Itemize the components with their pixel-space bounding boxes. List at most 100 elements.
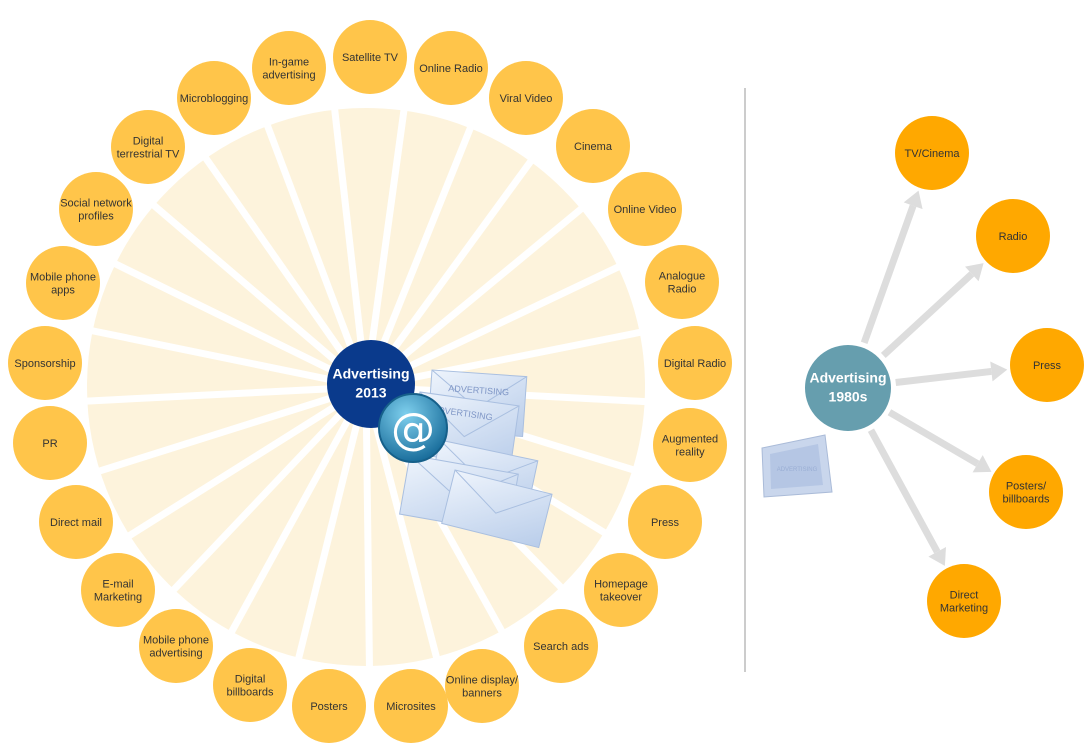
wheel-spoke bbox=[96, 383, 368, 476]
node-label-line: TV/Cinema bbox=[904, 148, 960, 160]
node-label-line: Direct bbox=[950, 590, 979, 602]
wheel-spoke bbox=[362, 386, 373, 670]
node-circle bbox=[213, 648, 287, 722]
node-circle bbox=[414, 31, 488, 105]
arrow-head bbox=[903, 190, 923, 210]
media-node[interactable]: Digital Radio bbox=[658, 326, 732, 400]
node-label-line: Marketing bbox=[94, 592, 142, 604]
node-label-line: billboards bbox=[226, 687, 274, 699]
media-node[interactable]: Posters bbox=[292, 669, 366, 743]
node-circle bbox=[81, 553, 155, 627]
node-label-line: 1980s bbox=[829, 389, 868, 405]
node-circle bbox=[59, 172, 133, 246]
node-label-line: Advertising bbox=[809, 370, 886, 386]
node-circle bbox=[111, 110, 185, 184]
node-circle bbox=[653, 408, 727, 482]
node-label: Press bbox=[1033, 360, 1062, 372]
node-label: Satellite TV bbox=[342, 52, 399, 64]
wheel-spoke bbox=[294, 386, 370, 662]
media-node[interactable]: Search ads bbox=[524, 609, 598, 683]
node-label: Microsites bbox=[386, 701, 436, 713]
node-label-line: Digital Radio bbox=[664, 358, 726, 370]
at-symbol-text: @ bbox=[391, 404, 435, 455]
node-circle bbox=[139, 609, 213, 683]
node-label-line: Microsites bbox=[386, 701, 436, 713]
media-node[interactable]: Press bbox=[628, 485, 702, 559]
media-node[interactable]: PR bbox=[13, 406, 87, 480]
node-circle bbox=[13, 406, 87, 480]
media-node[interactable]: Viral Video bbox=[489, 61, 563, 135]
node-label-line: Cinema bbox=[574, 141, 613, 153]
node-label: Advertising 1980s bbox=[809, 370, 886, 405]
node-label: Press bbox=[651, 517, 680, 529]
media-node[interactable]: Online Radio bbox=[414, 31, 488, 105]
arrow-head bbox=[965, 263, 984, 282]
wheel-spoke bbox=[149, 200, 369, 390]
node-label-line: Satellite TV bbox=[342, 52, 399, 64]
media-node[interactable]: Online Video bbox=[608, 172, 682, 246]
node-circle bbox=[895, 116, 969, 190]
node-label-line: Radio bbox=[668, 284, 697, 296]
media-node[interactable]: Sponsorship bbox=[8, 326, 82, 400]
node-label: Online Radio bbox=[419, 63, 483, 75]
wheel-spoke bbox=[227, 385, 370, 636]
node-circle bbox=[608, 172, 682, 246]
media-node[interactable]: Microblogging bbox=[177, 61, 251, 135]
hub-advertising-1980s[interactable]: Advertising 1980s bbox=[805, 345, 891, 431]
node-circle bbox=[658, 326, 732, 400]
node-circle bbox=[989, 455, 1063, 529]
media-node[interactable]: Online display/banners bbox=[445, 649, 519, 723]
node-label-line: Online Radio bbox=[419, 63, 483, 75]
arrow-head bbox=[972, 455, 992, 473]
media-node[interactable]: Direct mail bbox=[39, 485, 113, 559]
media-node[interactable]: Satellite TV bbox=[333, 20, 407, 94]
wheel-spoke bbox=[111, 259, 368, 391]
node-label-line: In-game bbox=[269, 57, 309, 69]
arrow-shaft bbox=[860, 204, 917, 344]
media-node[interactable]: Press bbox=[1010, 328, 1084, 402]
node-label-line: Marketing bbox=[940, 603, 988, 615]
node-label-line: Online Video bbox=[614, 204, 677, 216]
node-label-line: profiles bbox=[78, 211, 114, 223]
node-label-line: Advertising bbox=[332, 366, 409, 382]
media-node[interactable]: Microsites bbox=[374, 669, 448, 743]
wheel-spoke bbox=[201, 153, 369, 390]
media-node[interactable]: Radio bbox=[976, 199, 1050, 273]
node-label-line: advertising bbox=[149, 648, 202, 660]
node-label: Cinema bbox=[574, 141, 613, 153]
node-label: Direct mail bbox=[50, 517, 102, 529]
node-label-line: Radio bbox=[999, 231, 1028, 243]
node-label-line: Press bbox=[1033, 360, 1062, 372]
node-label: Radio bbox=[999, 231, 1028, 243]
node-label: Sponsorship bbox=[14, 358, 75, 370]
media-node[interactable]: TV/Cinema bbox=[895, 116, 969, 190]
node-label-line: Digital bbox=[235, 674, 266, 686]
media-node[interactable]: Posters/billboards bbox=[989, 455, 1063, 529]
node-circle bbox=[628, 485, 702, 559]
node-label-line: terrestrial TV bbox=[117, 149, 180, 161]
node-label: Viral Video bbox=[500, 93, 553, 105]
node-circle bbox=[177, 61, 251, 135]
media-node[interactable]: Cinema bbox=[556, 109, 630, 183]
node-label-line: Posters bbox=[310, 701, 348, 713]
node-label-line: apps bbox=[51, 285, 75, 297]
